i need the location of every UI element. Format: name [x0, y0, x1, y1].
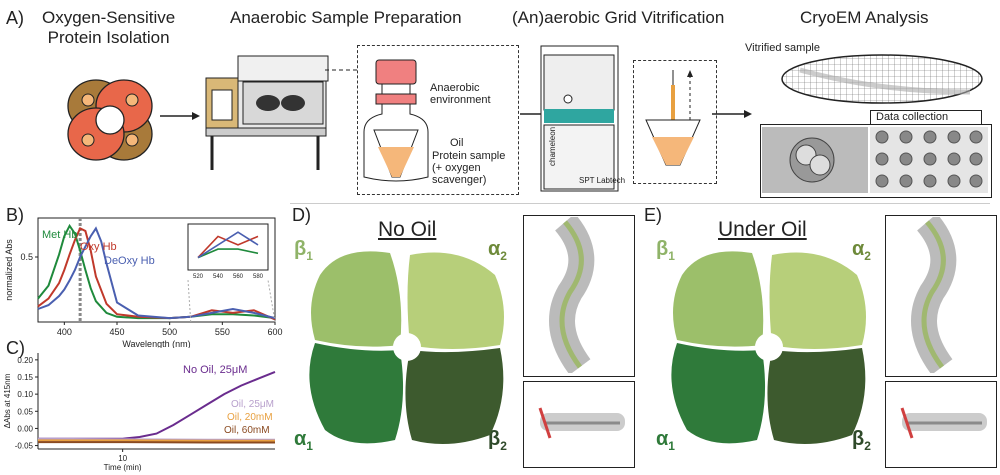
spt-labtech-label: SPT Labtech: [579, 176, 626, 185]
panel-d-heme-density: [538, 407, 625, 439]
chart-b-xlabel: Wavelength (nm): [122, 339, 190, 348]
panel-d-helix-density: [549, 217, 595, 373]
panel-e-beta1: β1: [656, 238, 675, 263]
chart-b-xtick-label: 400: [57, 327, 72, 337]
arrow-3-icon: [712, 110, 752, 118]
panel-label-d: D): [292, 205, 311, 225]
plunge-cone-icon: [645, 70, 701, 166]
stage-vitrification-title: (An)aerobic Grid Vitrification: [512, 8, 725, 27]
chart-b-inset-frame: [187, 223, 269, 271]
chart-b-frame: [37, 217, 276, 323]
chameleon-machine-icon: [540, 45, 619, 192]
stage-preparation-title: Anaerobic Sample Preparation: [230, 8, 462, 27]
panel-d-helix-inset: [523, 215, 635, 377]
chart-b-inset-tick-label: 560: [233, 274, 244, 280]
panel-d-heme-inset: [523, 381, 635, 468]
chart-b-inset-line: [197, 248, 259, 259]
oil-label: Oil: [450, 137, 464, 149]
chart-b-inset-guide: [267, 279, 276, 323]
panel-d-beta1: β1: [294, 238, 313, 263]
protein-icon: [67, 79, 153, 161]
panel-e-beta2: β2: [852, 428, 871, 453]
panel-d-beta2: β2: [488, 428, 507, 453]
panel-label-c: C): [6, 338, 25, 358]
chart-b-series-line: [37, 223, 276, 320]
panel-e-title: Under Oil: [718, 218, 807, 241]
chart-c-legend-label: Oil, 25μM: [231, 399, 274, 410]
chart-c-xtick-label: 10: [118, 454, 127, 463]
anaerobic-env-label: Anaerobic environment: [430, 82, 491, 106]
panel-d-title: No Oil: [378, 218, 437, 241]
dashed-connector-1: [325, 69, 360, 71]
chart-c-ytick-label: 0.20: [17, 356, 33, 365]
chart-b-legend-label: DeOxy Hb: [104, 255, 155, 267]
vitrified-grid-icon: [781, 54, 983, 104]
panel-e-heme-density: [900, 407, 987, 439]
chart-c-ytick-label: 0.05: [17, 407, 33, 416]
chart-b-xtick-label: 550: [215, 327, 230, 337]
vitrification-box: [633, 60, 717, 184]
chart-c-legend-label: Oil, 60mM: [224, 425, 270, 436]
glovebox-icon: [205, 55, 329, 170]
panel-d-density-map: [309, 251, 504, 444]
chart-c-series-line: [37, 437, 275, 441]
arrow-1-icon: [160, 112, 200, 120]
chart-b-legend-label: Met Hb: [42, 229, 77, 241]
chart-c-ytick-label: 0.15: [17, 373, 33, 382]
chart-b-inset-guide: [187, 279, 192, 323]
panel-e-helix-density: [911, 217, 957, 373]
panel-d-alpha1: α1: [294, 428, 313, 453]
divider-line: [290, 203, 990, 204]
micrograph-icon: [762, 127, 868, 193]
data-collection-box: [760, 124, 992, 198]
class-averages-icon: [870, 127, 988, 193]
stage-analysis-title: CryoEM Analysis: [800, 8, 929, 27]
vitrified-sample-label: Vitrified sample: [745, 42, 820, 54]
panel-label-a: A): [6, 8, 24, 28]
chart-b-inset-tick-label: 520: [193, 274, 204, 280]
data-collection-tab: [870, 110, 982, 125]
panel-e-heme-inset: [885, 381, 997, 468]
chameleon-label: chameleon: [548, 126, 557, 166]
chart-b-inset-line: [197, 231, 259, 259]
stage-isolation-title: Oxygen-Sensitive Protein Isolation: [42, 8, 176, 47]
chart-c-ytick-label: 0.00: [17, 424, 33, 433]
chart-c-legend-label: No Oil, 25μM: [183, 364, 247, 376]
chart-c-ytick-label: 0.10: [17, 390, 33, 399]
chart-b-xtick-label: 450: [109, 327, 124, 337]
chart-b-ytick-label: 0.5: [20, 252, 33, 262]
vial-icon: [363, 59, 429, 182]
chart-b-legend-label: Oxy Hb: [80, 241, 117, 253]
panel-label-e: E): [644, 205, 662, 225]
chart-c-ylabel: ΔAbs at 415nm: [3, 373, 12, 428]
chart-b-series-line: [37, 227, 276, 321]
chart-c-xlabel: Time (min): [104, 463, 142, 472]
chart-b-inset-line: [197, 235, 259, 259]
panel-e-helix-inset: [885, 215, 997, 377]
data-collection-label: Data collection: [876, 111, 949, 123]
preparation-box: [357, 45, 519, 195]
chart-b-inset-tick-label: 580: [253, 274, 264, 280]
chart-b-ylabel: normalized Abs: [4, 239, 14, 301]
protein-sample-label: Protein sample (+ oxygen scavenger): [432, 150, 506, 186]
chart-b-xtick-label: 600: [267, 327, 282, 337]
panel-e-alpha2: α2: [852, 238, 871, 263]
panel-e-density-map: [671, 251, 866, 444]
chart-c-legend-label: Oil, 20mM: [227, 412, 273, 423]
panel-d-alpha2: α2: [488, 238, 507, 263]
chart-c-ytick-label: -0.05: [15, 442, 34, 451]
chart-b-series-line: [37, 226, 276, 320]
panel-e-alpha1: α1: [656, 428, 675, 453]
panel-label-b: B): [6, 205, 24, 225]
chart-b-xtick-label: 500: [162, 327, 177, 337]
chart-b-inset-tick-label: 540: [213, 274, 224, 280]
